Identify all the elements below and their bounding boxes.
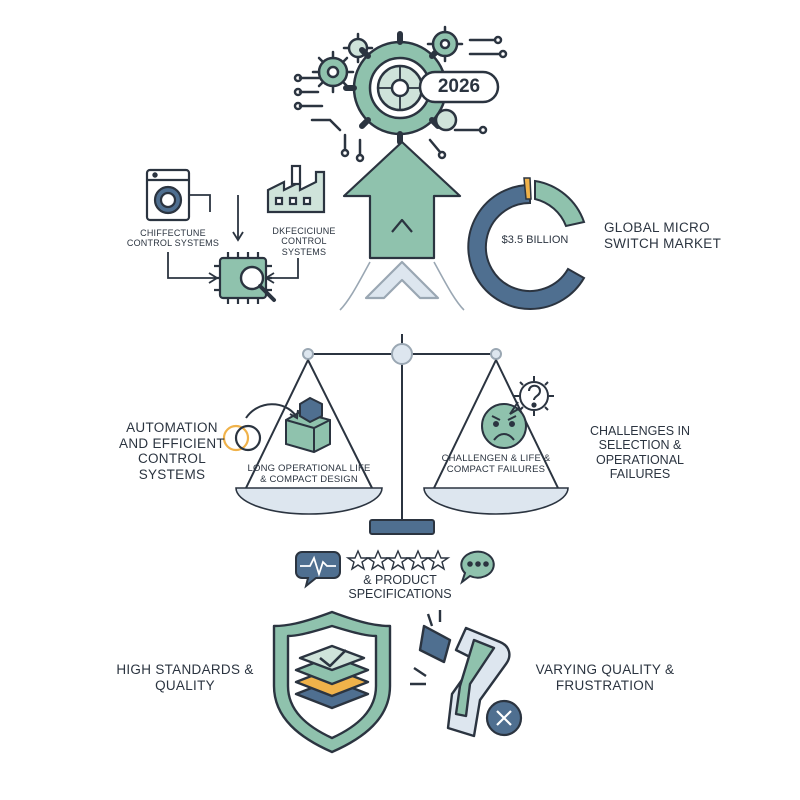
close-icon [485,699,523,737]
market-donut-chart [467,177,586,310]
right-pan-label: CHALLENGEN & LIFE & COMPACT FAILURES [441,453,551,475]
growth-arrow-icon [339,140,465,311]
washing-machine-icon [145,168,191,222]
right-system-label: DKFECICIUNE CONTROL SYSTEMS [272,226,336,257]
heartbeat-chat-icon [295,551,341,589]
rotation-arrow-icon [245,403,299,420]
question-gear-icon [509,376,554,416]
cube-icon [285,396,331,454]
market-value-label: $3.5 BILLION [501,234,569,246]
right-side-label: CHALLENGES IN SELECTION & OPERATIONAL FA… [589,424,691,482]
speech-bubble-icon [460,550,495,585]
donut-segment-main [467,183,586,310]
year-badge [418,70,500,104]
quality-shield-icon [272,610,392,754]
magnifier-icon [239,265,276,302]
connector-arrows [167,195,299,284]
donut-segment-orange [523,177,532,200]
bottom-left-label: HIGH STANDARDS & QUALITY [116,662,254,693]
broken-switch-icon [410,610,511,738]
frustrated-face-icon [481,403,527,449]
bottom-right-label: VARYING QUALITY & FRUSTRATION [535,662,675,693]
market-title: GLOBAL MICRO SWITCH MARKET [604,220,722,251]
left-system-label: CHIFFECTUNE CONTROL SYSTEMS [126,228,220,249]
year-badge-label: 2026 [437,76,481,97]
factory-icon [266,164,326,214]
connector-line [189,194,211,212]
rating-stars-icon [345,549,451,571]
donut-segment-green [534,179,586,228]
right-pan [423,487,569,515]
left-pan-label: LONG OPERATIONAL LIFE & COMPACT DESIGN [247,463,371,485]
specs-label: & PRODUCT SPECIFICATIONS [348,573,452,602]
left-pan [235,487,383,515]
balance-scale-icon [245,334,559,535]
gear-cluster-icon [293,25,508,163]
interlocked-rings-icon [222,424,262,452]
left-side-label: AUTOMATION AND EFFICIENT CONTROL SYSTEMS [119,420,225,482]
